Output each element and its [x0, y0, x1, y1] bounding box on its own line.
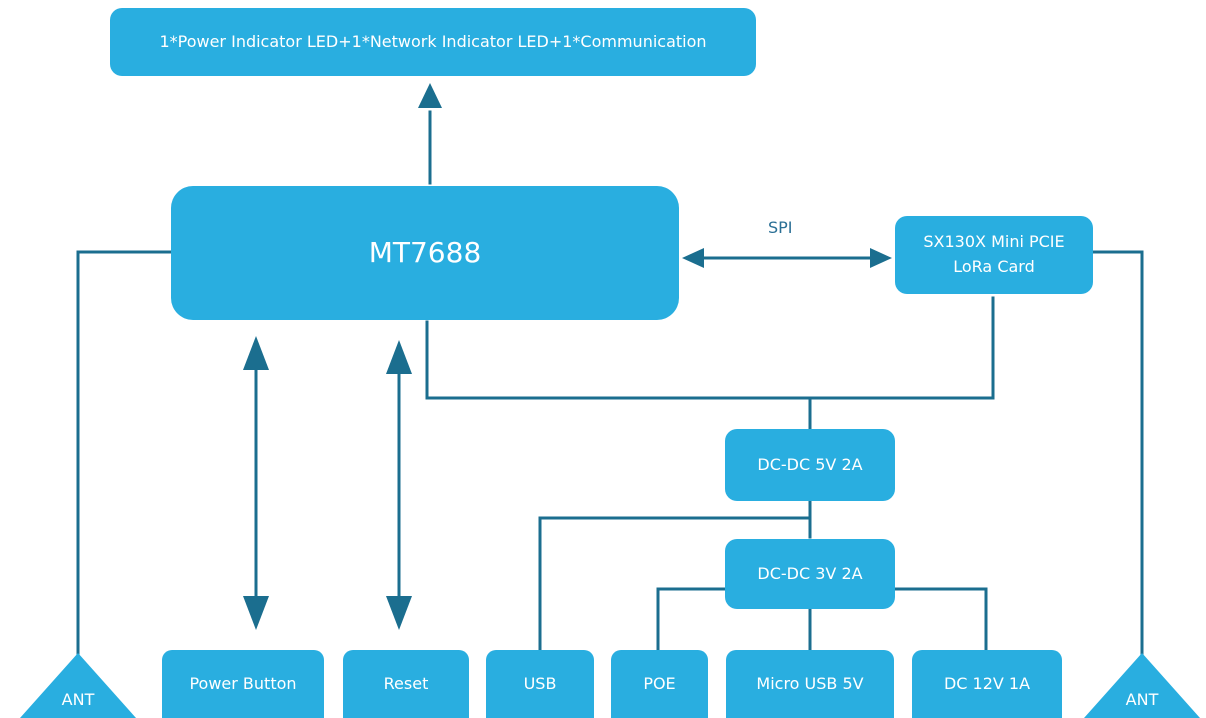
arrowhead-right-spi	[870, 248, 892, 268]
connector-poe	[656, 587, 726, 652]
reset-label: Reset	[383, 673, 429, 693]
dcdc-3v-box: DC-DC 3V 2A	[725, 539, 895, 609]
dc-12v-label: DC 12V 1A	[943, 673, 1031, 693]
lora-card-label-line2: LoRa Card	[953, 257, 1035, 276]
connector-power-bus	[425, 296, 995, 400]
power-button-label: Power Button	[189, 673, 297, 693]
ant-left-triangle	[20, 653, 136, 718]
dcdc-5v-label: DC-DC 5V 2A	[757, 454, 863, 474]
connector-usb	[538, 516, 812, 652]
arrowhead-up-indicators	[418, 83, 442, 108]
lora-card-label-line1: SX130X Mini PCIE	[923, 232, 1065, 252]
poe-box: POE	[611, 650, 708, 718]
dcdc-5v-box: DC-DC 5V 2A	[725, 429, 895, 501]
arrowhead-left-spi	[682, 248, 704, 268]
poe-label: POE	[643, 673, 676, 693]
arrowhead-up-reset	[386, 340, 412, 374]
reset-box: Reset	[343, 650, 469, 718]
micro-usb-box: Micro USB 5V	[726, 650, 894, 718]
ant-right-label: ANT	[1125, 690, 1159, 709]
mt7688-label: MT7688	[368, 236, 482, 270]
connector-ant-right	[1092, 250, 1144, 682]
dcdc-3v-label: DC-DC 3V 2A	[757, 563, 863, 583]
connector-dc12	[892, 587, 988, 652]
power-button-box: Power Button	[162, 650, 324, 718]
arrowhead-down-power	[243, 596, 269, 630]
arrowhead-down-reset	[386, 596, 412, 630]
usb-label: USB	[523, 673, 557, 693]
connector-ant-left	[76, 250, 173, 682]
arrowhead-up-power	[243, 336, 269, 370]
mt7688-box: MT7688	[171, 186, 679, 320]
ant-left-label: ANT	[61, 690, 95, 709]
ant-right-triangle	[1084, 653, 1200, 718]
dc-12v-box: DC 12V 1A	[912, 650, 1062, 718]
micro-usb-label: Micro USB 5V	[756, 673, 864, 693]
indicator-leds-box: 1*Power Indicator LED+1*Network Indicato…	[110, 8, 756, 76]
usb-box: USB	[486, 650, 594, 718]
spi-label: SPI	[768, 218, 793, 237]
lora-card-box: SX130X Mini PCIE LoRa Card	[895, 216, 1093, 294]
indicator-leds-label: 1*Power Indicator LED+1*Network Indicato…	[159, 31, 707, 51]
